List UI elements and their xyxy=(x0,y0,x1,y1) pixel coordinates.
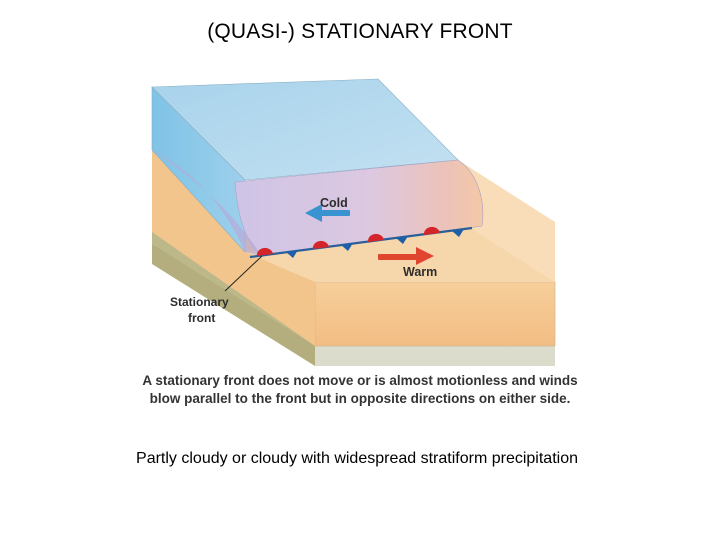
warm-air-front xyxy=(315,282,555,346)
diagram-caption: A stationary front does not move or is a… xyxy=(100,372,620,408)
caption-line-1: A stationary front does not move or is a… xyxy=(100,372,620,390)
warm-label: Warm xyxy=(403,265,437,279)
stationary-front-label-line1: Stationary xyxy=(170,295,229,309)
bottom-note: Partly cloudy or cloudy with widespread … xyxy=(0,450,714,468)
cold-label: Cold xyxy=(320,196,348,210)
caption-line-2: blow parallel to the front but in opposi… xyxy=(100,390,620,408)
ground-front xyxy=(315,346,555,366)
stationary-front-label-line2: front xyxy=(188,311,215,325)
